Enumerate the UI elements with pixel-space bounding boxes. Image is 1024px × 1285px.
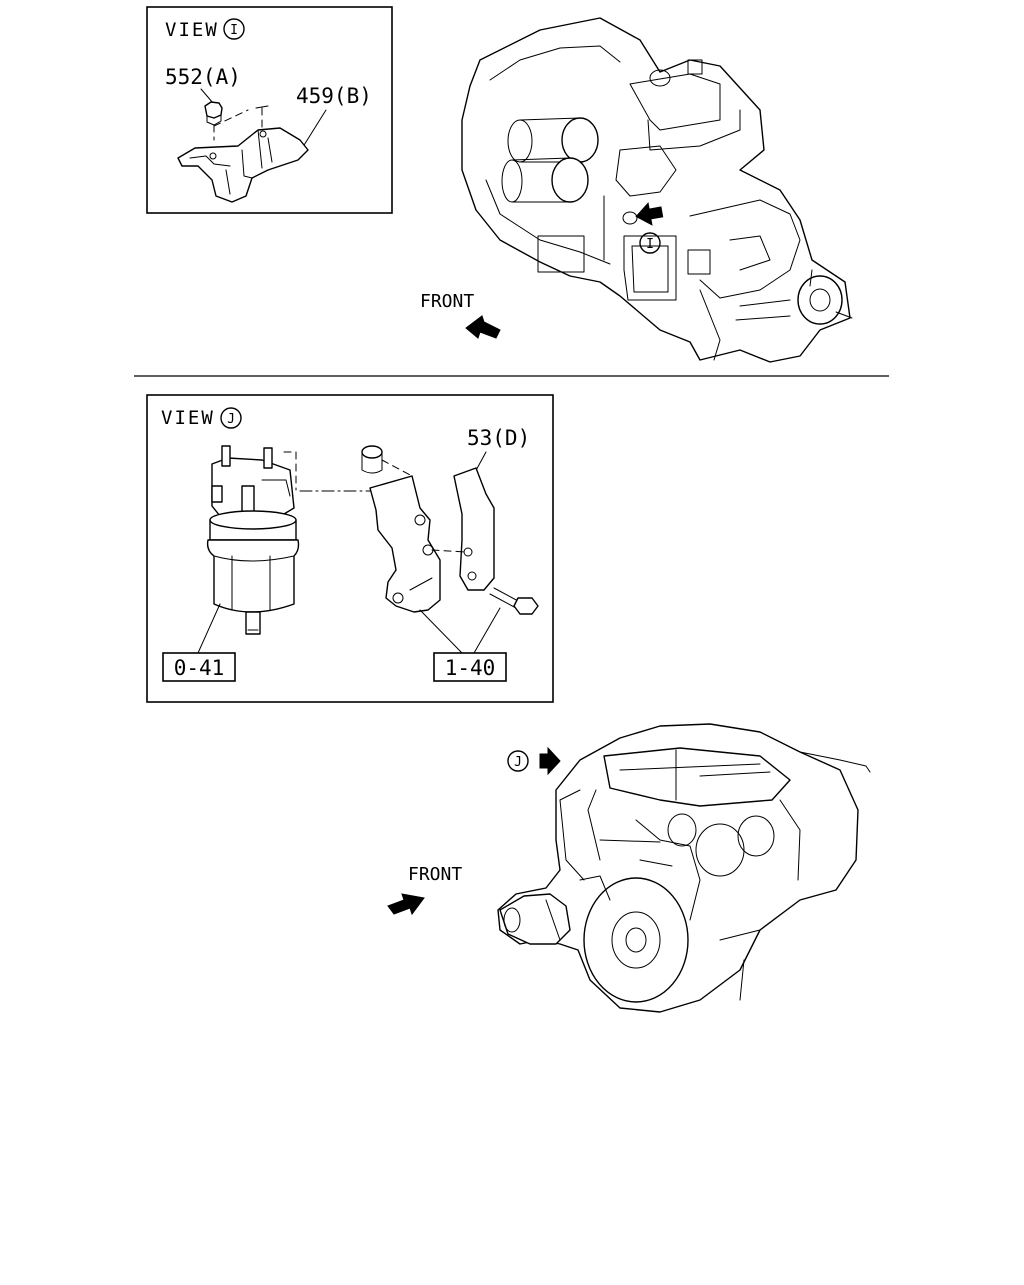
view-j-panel: VIEW J 53(D) <box>146 394 554 703</box>
part-label-1-40[interactable]: 1-40 <box>445 656 496 680</box>
view-j-arrow-icon <box>539 746 561 776</box>
part-label-0-41[interactable]: 0-41 <box>174 656 225 680</box>
view-i-frame <box>146 6 393 214</box>
view-j-circle-icon <box>220 407 242 429</box>
view-i-circle-letter: I <box>230 23 238 38</box>
view-j-frame <box>146 394 554 703</box>
transmission-front-label: FRONT <box>420 291 474 312</box>
filter-bracket-icon <box>361 445 441 613</box>
view-i-circle-icon <box>223 18 245 40</box>
leader-0-41 <box>197 603 221 654</box>
bracket-plate-53-icon <box>431 467 495 591</box>
engine-illustration: J FRONT <box>387 723 871 1013</box>
bracket-group-box <box>433 652 507 682</box>
engine-front-arrow-icon <box>387 893 425 916</box>
bolt-icon <box>489 587 539 615</box>
transmission-illustration: I FRONT <box>420 17 853 363</box>
leader-1-40-a <box>419 609 463 654</box>
view-i-marker-circle-icon <box>639 232 661 254</box>
view-j-title: VIEW <box>161 407 215 429</box>
nut-552-icon <box>204 101 223 141</box>
transmission-cylinders <box>501 117 599 203</box>
part-label-53d[interactable]: 53(D) <box>467 426 530 450</box>
view-i-arrow-icon <box>635 202 664 226</box>
engine-outline <box>497 723 859 1013</box>
transmission-front-arrow-icon <box>465 315 501 339</box>
part-label-459b[interactable]: 459(B) <box>296 84 372 108</box>
view-j-marker-circle-icon <box>507 750 529 772</box>
output-flange <box>797 269 853 325</box>
view-i-title: VIEW <box>165 19 219 41</box>
bracket-459-icon <box>177 105 309 203</box>
flywheel-icon <box>583 877 689 1003</box>
view-j-circle-letter: J <box>227 412 235 427</box>
view-i-panel: VIEW I 552(A) 459(B) <box>146 6 393 214</box>
engine-front-label: FRONT <box>408 864 462 885</box>
view-i-marker-letter: I <box>646 237 654 252</box>
view-j-marker-letter: J <box>514 755 522 770</box>
leader-552a <box>200 88 214 104</box>
fuel-filter-icon <box>206 445 300 635</box>
transmission-outline <box>461 17 851 363</box>
part-label-552a[interactable]: 552(A) <box>165 65 241 89</box>
leader-1-40-b <box>473 607 501 654</box>
filter-group-box <box>162 652 236 682</box>
